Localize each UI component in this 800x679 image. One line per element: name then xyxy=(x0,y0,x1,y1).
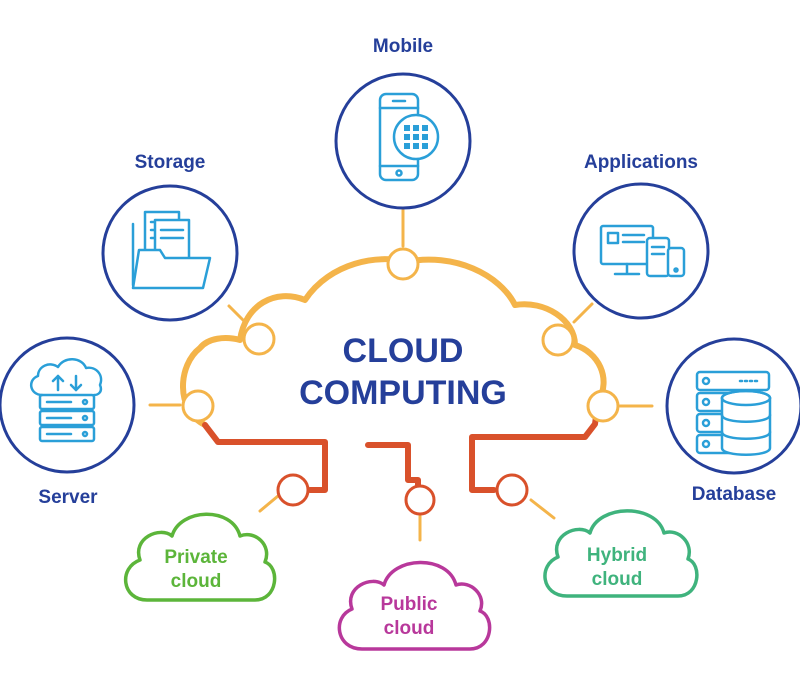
database-label: Database xyxy=(692,484,777,505)
junction-private xyxy=(276,473,310,507)
cloud-base-connectors xyxy=(202,399,601,493)
hybrid-cloud-line1: Hybrid xyxy=(587,545,647,566)
private-cloud-shape[interactable] xyxy=(123,512,277,602)
applications-node[interactable] xyxy=(572,182,710,320)
desktop-devices-icon xyxy=(599,224,686,278)
junction-public xyxy=(404,484,436,516)
hybrid-cloud-line2: cloud xyxy=(592,569,643,590)
junction-server xyxy=(181,389,215,423)
junction-applications xyxy=(541,323,575,357)
junction-database xyxy=(586,389,620,423)
public-cloud-line1: Public xyxy=(380,594,437,615)
private-cloud-line1: Private xyxy=(164,547,227,568)
public-cloud-line2: cloud xyxy=(384,618,435,639)
base-right xyxy=(469,399,601,493)
junction-storage xyxy=(242,322,276,356)
connector-storage xyxy=(227,304,247,324)
mobile-label: Mobile xyxy=(373,36,433,57)
server-label: Server xyxy=(38,487,98,508)
folder-documents-icon xyxy=(131,210,212,290)
public-cloud-shape[interactable] xyxy=(337,560,492,651)
connector-applications xyxy=(572,302,594,324)
cloud-junction-dots xyxy=(181,247,620,423)
private-cloud-line2: cloud xyxy=(171,571,222,592)
title-line1: CLOUD xyxy=(343,332,464,370)
base-left xyxy=(202,422,328,493)
server-node[interactable] xyxy=(0,336,136,474)
storage-label: Storage xyxy=(135,152,206,173)
connector-lines xyxy=(148,208,654,542)
mobile-phone-icon xyxy=(378,92,440,182)
database-server-icon xyxy=(695,370,772,456)
server-cloud-sync-icon xyxy=(30,358,103,443)
title-line2: COMPUTING xyxy=(299,374,507,412)
hybrid-cloud-shape[interactable] xyxy=(543,509,699,598)
connector-hybrid xyxy=(529,498,556,520)
junction-mobile xyxy=(386,247,420,281)
connector-private xyxy=(258,494,280,513)
applications-label: Applications xyxy=(584,152,698,173)
base-middle xyxy=(365,442,421,489)
base-junction-dots xyxy=(276,473,529,516)
junction-hybrid xyxy=(495,473,529,507)
